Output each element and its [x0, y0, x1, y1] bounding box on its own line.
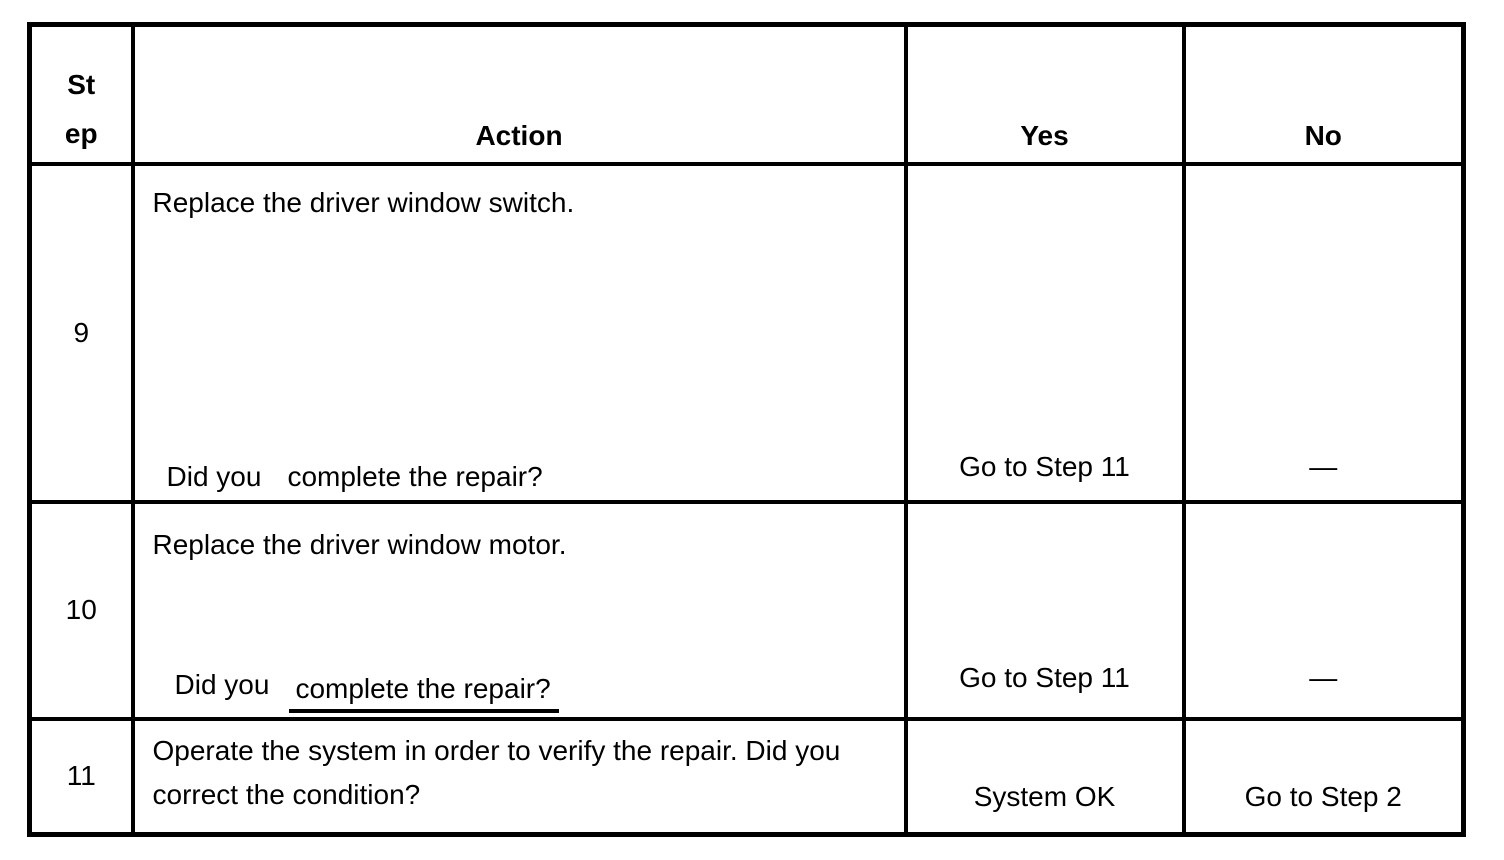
action-cell: Replace the driver window switch. Did yo… — [130, 161, 908, 504]
header-step: St ep — [27, 22, 135, 166]
action-text: Replace the driver window motor. — [152, 528, 567, 560]
action-text: Replace the driver window switch. — [152, 186, 575, 218]
no-cell: — — [1181, 499, 1466, 721]
diagnostic-steps-table: St ep Action Yes No 9 Replace the driver… — [27, 22, 1466, 837]
no-cell: Go to Step 2 — [1181, 716, 1466, 837]
yes-cell: System OK — [903, 716, 1186, 837]
question-lead: Did you — [166, 460, 262, 492]
yes-cell: Go to Step 11 — [903, 499, 1186, 721]
question-rest: complete the repair? — [287, 460, 543, 492]
yes-cell: Go to Step 11 — [903, 161, 1186, 504]
no-cell: — — [1181, 161, 1466, 504]
question-text: Did you complete the repair? — [167, 460, 543, 494]
table-header-row: St ep Action Yes No — [27, 22, 1466, 166]
table-row-step-10: 10 Replace the driver window motor. Did … — [27, 499, 1466, 721]
table-row-step-11: 11 Operate the system in order to verify… — [27, 716, 1466, 837]
question-text: Did you complete the repair? — [174, 668, 559, 713]
table-row-step-9: 9 Replace the driver window switch. Did … — [27, 161, 1466, 504]
question-rest-underlined: complete the repair? — [289, 672, 559, 713]
header-yes: Yes — [903, 22, 1186, 166]
question-lead: Did you — [174, 668, 270, 700]
step-number: 9 — [27, 161, 135, 504]
header-action: Action — [130, 22, 908, 166]
action-cell: Replace the driver window motor. Did you… — [130, 499, 908, 721]
header-no: No — [1181, 22, 1466, 166]
action-text: Operate the system in order to verify th… — [130, 716, 908, 837]
step-number: 10 — [27, 499, 135, 721]
step-number: 11 — [27, 716, 135, 837]
